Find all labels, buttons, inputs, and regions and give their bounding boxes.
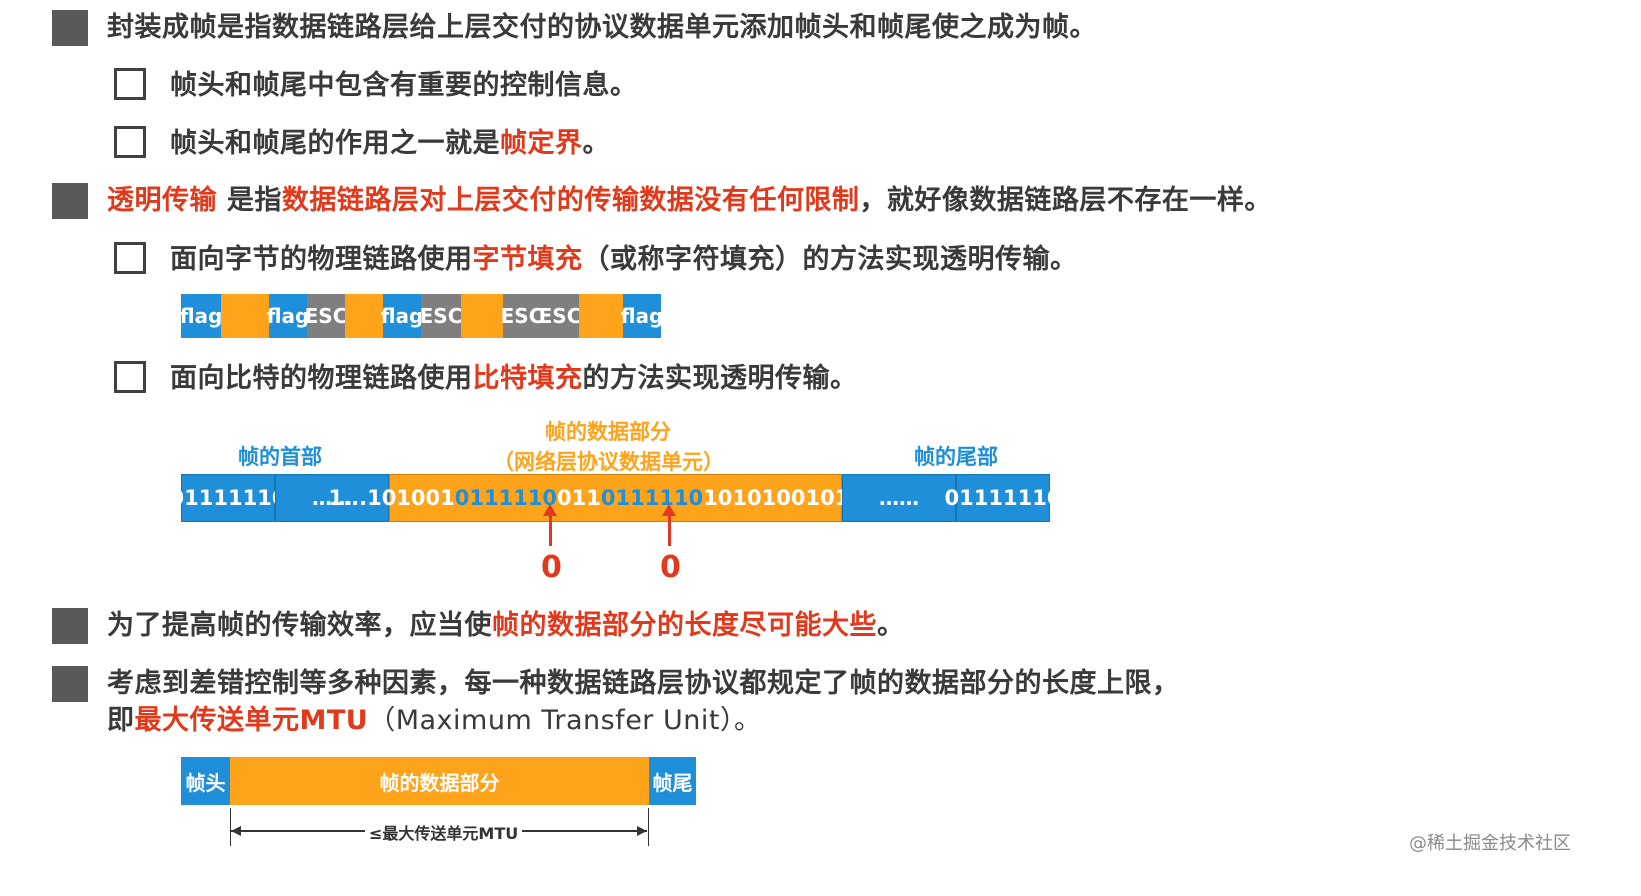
frame-data-sublabel: （网络层协议数据单元） xyxy=(493,450,724,474)
checkbox-2b xyxy=(114,361,146,393)
up-arrow-icon xyxy=(543,504,557,516)
stuffed-zero-2: 0 xyxy=(660,550,681,585)
byte-esc-1: ESC xyxy=(305,294,347,338)
byte-flag-end: flag xyxy=(621,294,663,338)
mtu-right-tick xyxy=(648,808,649,846)
bullet-square-2 xyxy=(52,183,88,219)
byte-flag-start: flag xyxy=(180,294,222,338)
sub-2a-text: 面向字节的物理链路使用字节填充（或称字符填充）的方法实现透明传输。 xyxy=(170,244,1078,275)
frame-data-label: 帧的数据部分 xyxy=(545,420,671,444)
bullet-square-4 xyxy=(52,666,88,702)
checkbox-1a xyxy=(114,68,146,100)
byte-flag-data-2: flag xyxy=(381,294,423,338)
frame-trailer-label: 帧的尾部 xyxy=(914,445,998,469)
bullet-2-text: 透明传输 是指数据链路层对上层交付的传输数据没有任何限制，就好像数据链路层不存在… xyxy=(107,185,1272,216)
sub-1b-text: 帧头和帧尾的作用之一就是帧定界。 xyxy=(170,128,610,159)
bit-header-dots: …… xyxy=(275,474,389,522)
left-arrow-icon xyxy=(231,826,241,836)
bullet-4-line-1: 考虑到差错控制等多种因素，每一种数据链路层协议都规定了帧的数据部分的长度上限， xyxy=(107,668,1180,699)
sub-2b-text: 面向比特的物理链路使用比特填充的方法实现透明传输。 xyxy=(170,363,858,394)
byte-data-3 xyxy=(461,294,503,338)
bit-flag-end: 01111110 xyxy=(945,474,1061,522)
checkbox-1b xyxy=(114,126,146,158)
bit-flag-start: 01111110 xyxy=(170,474,286,522)
right-arrow-icon xyxy=(637,826,647,836)
byte-esc-3: ESC xyxy=(501,294,543,338)
arrow-shaft-1 xyxy=(549,514,552,546)
bit-trailer-dots: …… xyxy=(842,474,956,522)
up-arrow-icon xyxy=(662,504,676,516)
stuffed-zero-1: 0 xyxy=(541,550,562,585)
mtu-left-tick xyxy=(230,808,231,846)
bullet-square-3 xyxy=(52,608,88,644)
mtu-label: ≤最大传送单元MTU xyxy=(365,820,523,844)
byte-esc-2: ESC xyxy=(420,294,462,338)
checkbox-2a xyxy=(114,242,146,274)
bullet-3-text: 为了提高帧的传输效率，应当使帧的数据部分的长度尽可能大些。 xyxy=(107,610,905,641)
byte-data-4 xyxy=(579,294,623,338)
mtu-frame-data: 帧的数据部分 xyxy=(230,757,649,805)
byte-flag-data: flag xyxy=(267,294,309,338)
bullet-square-1 xyxy=(52,10,88,46)
mtu-frame-head: 帧头 xyxy=(181,757,230,805)
byte-data-1 xyxy=(221,294,269,338)
frame-header-label: 帧的首部 xyxy=(238,445,322,469)
sub-1a-text: 帧头和帧尾中包含有重要的控制信息。 xyxy=(170,70,638,101)
mtu-frame-tail: 帧尾 xyxy=(649,757,696,805)
byte-esc-4: ESC xyxy=(539,294,581,338)
byte-data-2 xyxy=(345,294,383,338)
watermark: @稀土掘金技术社区 xyxy=(1409,833,1571,854)
bullet-4-line-2: 即最大传送单元MTU（Maximum Transfer Unit）。 xyxy=(107,705,762,736)
arrow-shaft-2 xyxy=(668,514,671,546)
bullet-1-text: 封装成帧是指数据链路层给上层交付的协议数据单元添加帧头和帧尾使之成为帧。 xyxy=(107,12,1097,43)
